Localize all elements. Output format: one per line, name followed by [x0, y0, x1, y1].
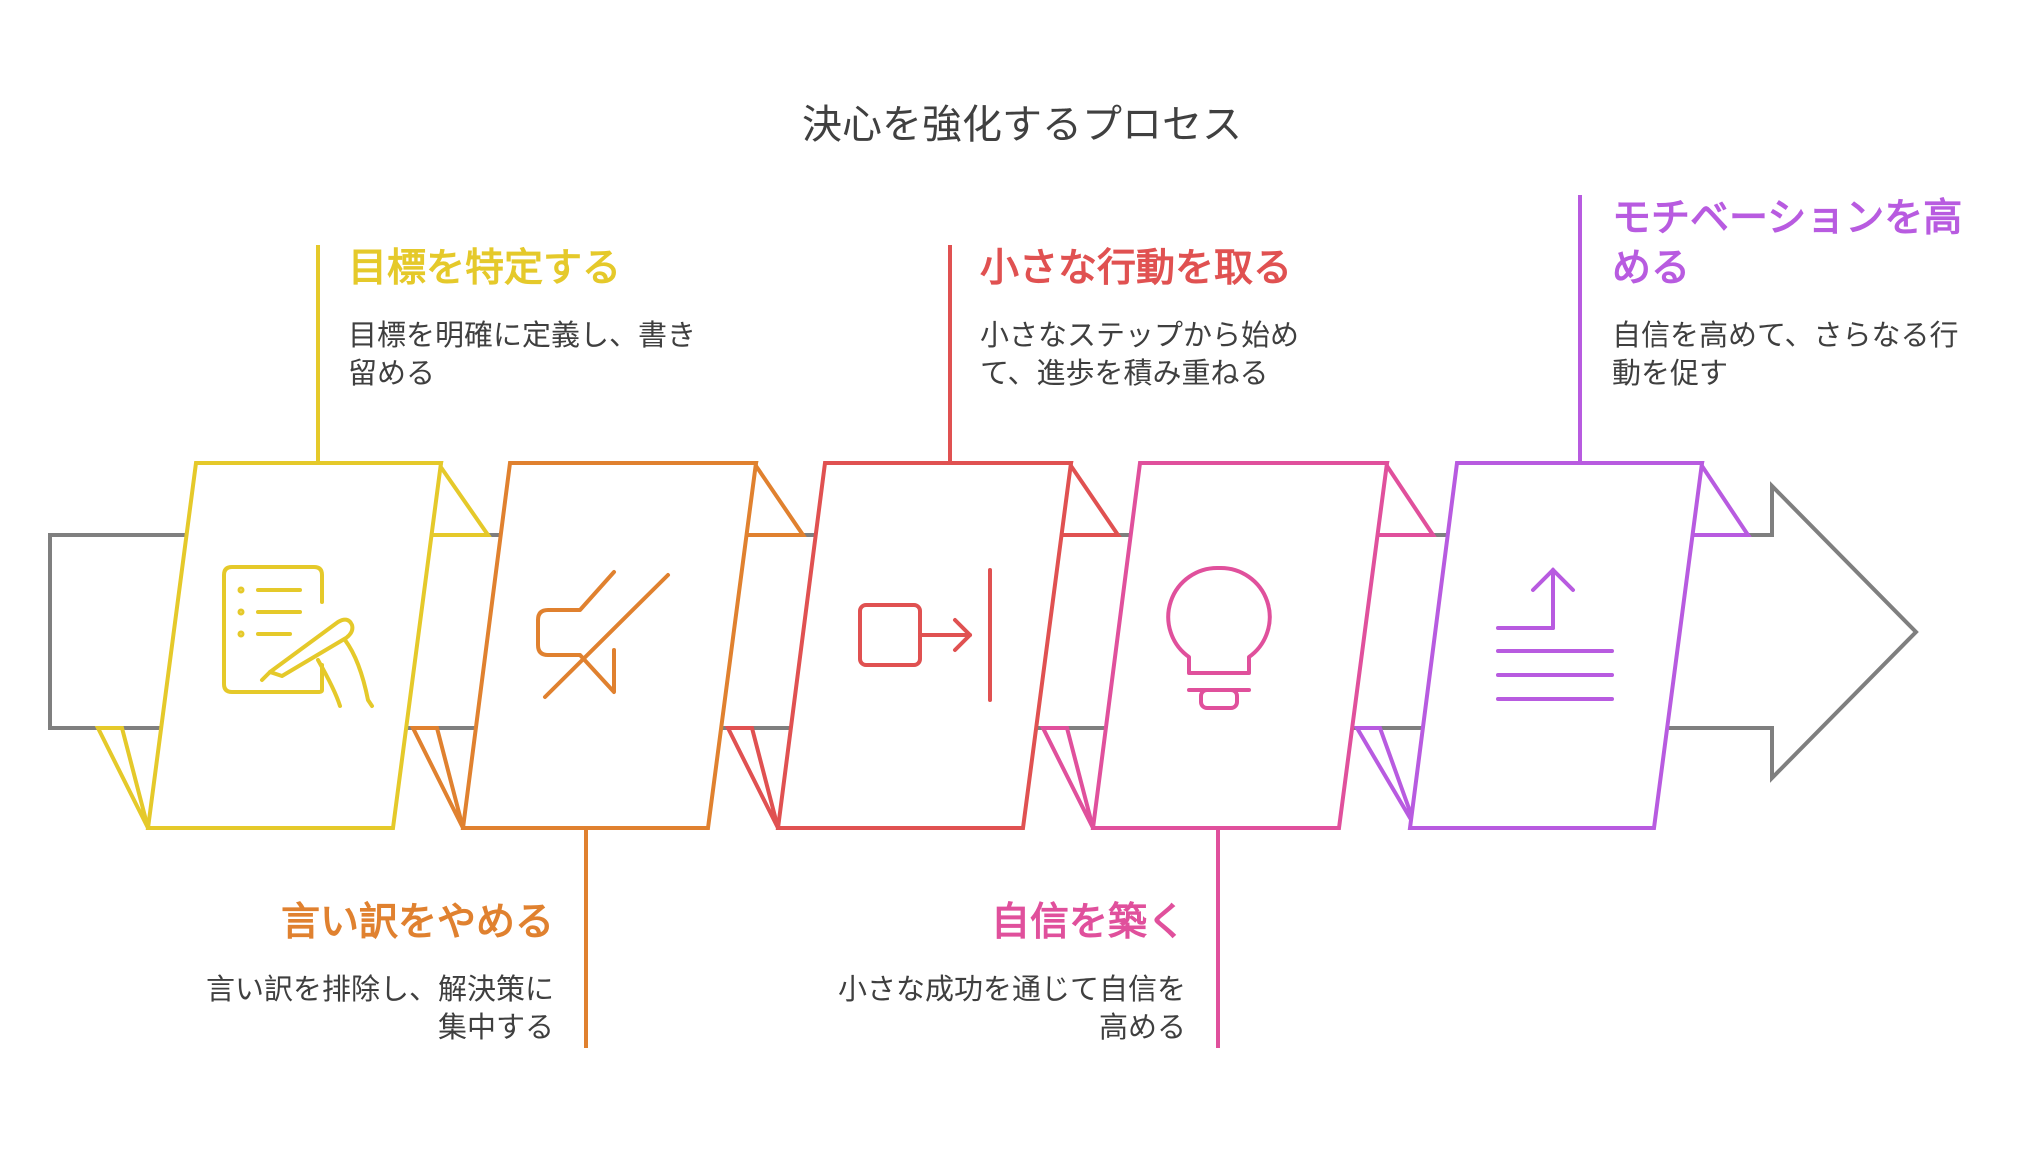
step-3-title: 小さな行動を取る — [980, 246, 1293, 291]
step-5-desc-line: 動を促す — [1612, 356, 1729, 390]
step-5-title-line: モチベーションを高 — [1612, 196, 1963, 241]
step-3-desc-line: て、進歩を積み重ねる — [980, 356, 1269, 390]
step-5-title-line: める — [1612, 246, 1691, 291]
step-out-icon — [858, 568, 992, 702]
step-5-desc: 自信を高めて、さらなる行 動を促す — [1612, 316, 1959, 392]
step-3-desc: 小さなステップから始め て、進歩を積み重ねる — [980, 316, 1299, 392]
step-2-title: 言い訳をやめる — [280, 900, 554, 945]
step-5-title: モチベーションを高 める — [1612, 194, 1962, 294]
step-2-desc-line: 集中する — [437, 1010, 554, 1044]
diagram-title: 決心を強化するプロセス — [802, 102, 1242, 148]
step-2-desc: 言い訳を排除し、解決策に 集中する — [206, 970, 554, 1046]
mute-speaker-icon — [536, 570, 670, 699]
step-1-desc-line: 留める — [348, 356, 436, 390]
step-4-desc-line: 高める — [1098, 1010, 1186, 1044]
upload-lines-icon — [1496, 567, 1614, 701]
step-1-desc-line: 目標を明確に定義し、書き — [348, 318, 697, 352]
step-1-title: 目標を特定する — [348, 246, 622, 291]
step-2-desc-line: 言い訳を排除し、解決策に — [205, 972, 554, 1006]
step-3-desc-line: 小さなステップから始め — [980, 318, 1300, 352]
step-1-desc: 目標を明確に定義し、書き 留める — [348, 316, 696, 392]
step-1-panel — [94, 245, 492, 830]
step-3-panel — [724, 245, 1122, 830]
step-4-title: 自信を築く — [990, 900, 1186, 945]
checklist-writing-icon — [222, 565, 374, 708]
step-4-panel — [1039, 461, 1437, 1048]
step-4-desc-line: 小さな成功を通じて自信を — [837, 972, 1186, 1006]
step-5-desc-line: 自信を高めて、さらなる行 — [1612, 318, 1959, 352]
step-4-desc: 小さな成功を通じて自信を 高める — [838, 970, 1186, 1046]
lightbulb-icon — [1166, 565, 1272, 710]
step-2-panel — [409, 461, 807, 1048]
step-5-panel — [1353, 195, 1752, 830]
